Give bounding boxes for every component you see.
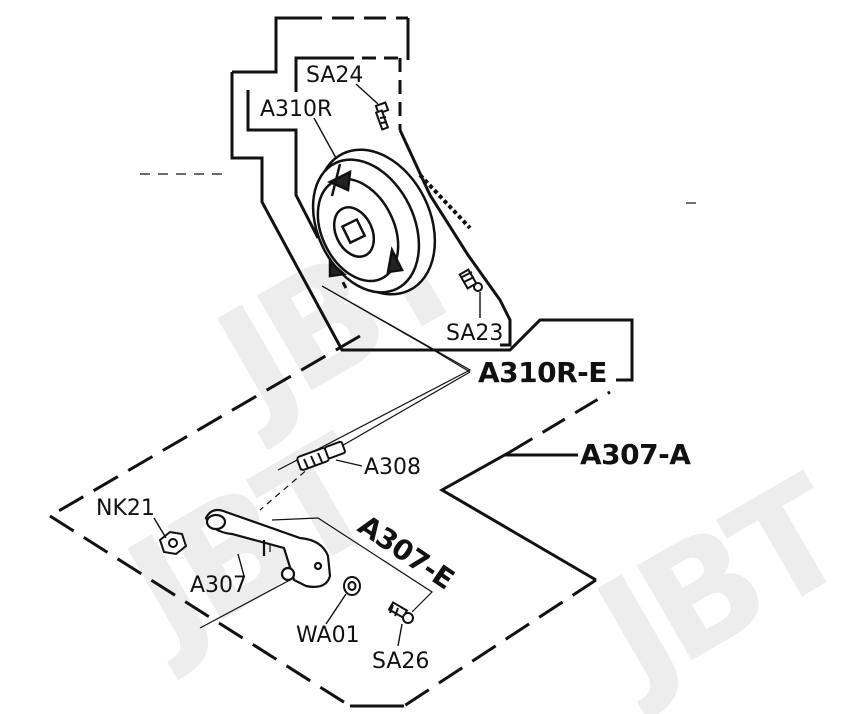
screw-sa23 [458, 268, 483, 292]
label-a308: A308 [364, 455, 421, 480]
label-sa24: SA24 [306, 63, 363, 88]
pulley-a310r [311, 148, 437, 296]
a307-a-boundary [49, 334, 611, 708]
leader-lines [153, 83, 481, 647]
label-a307-a: A307-A [580, 438, 691, 471]
screw-sa24 [374, 101, 390, 131]
label-nk21: NK21 [96, 496, 155, 521]
screw-sa26 [387, 601, 414, 624]
pin-a308 [296, 440, 346, 471]
label-a310r: A310R [260, 97, 332, 122]
watermark-right: JBT [563, 444, 864, 714]
arm-a307 [204, 508, 332, 588]
washer-wa01 [343, 576, 361, 596]
label-sa23: SA23 [446, 321, 503, 346]
a310r-e-boundary [230, 16, 634, 382]
label-a307: A307 [190, 573, 247, 598]
label-wa01: WA01 [296, 623, 360, 648]
label-a310r-e: A310R-E [478, 356, 607, 389]
label-sa26: SA26 [372, 649, 429, 674]
watermark-group: JBT JBT JBT [93, 174, 864, 714]
